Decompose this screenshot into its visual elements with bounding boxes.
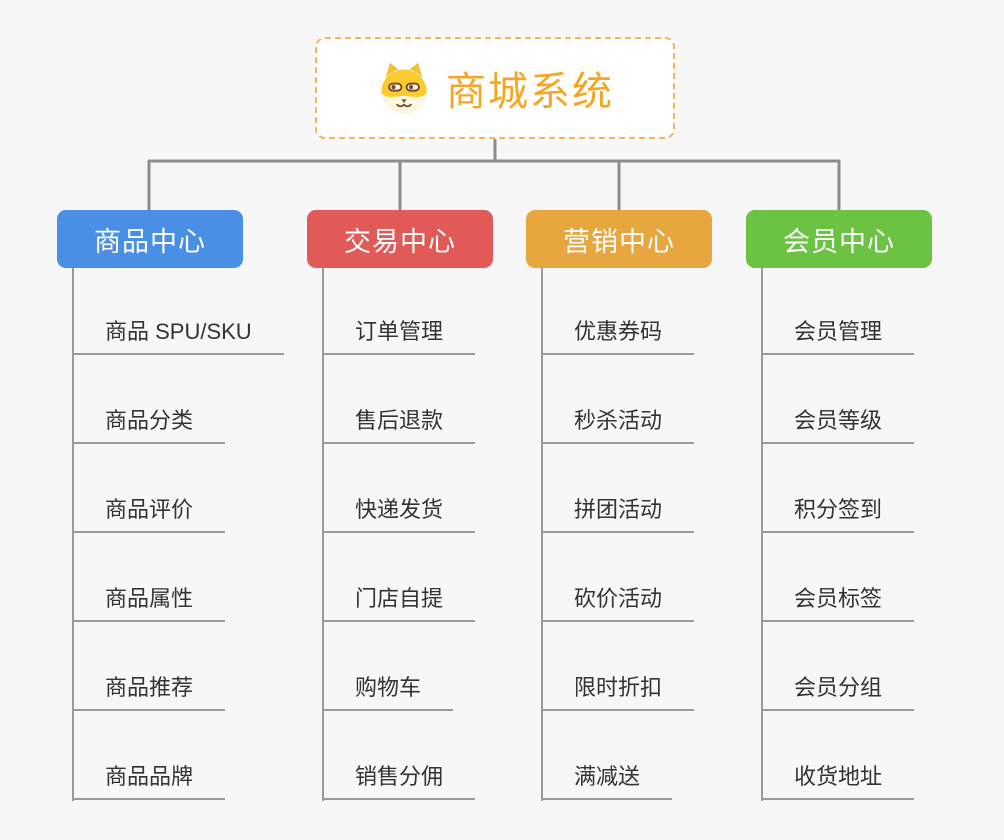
branch-label: 会员中心 — [783, 226, 895, 257]
branch-trunk-line — [72, 268, 74, 801]
root-topic-label: 商城系统 — [446, 70, 614, 114]
leaf-topic[interactable]: 会员标签 — [762, 584, 915, 622]
leaf-topic[interactable]: 门店自提 — [323, 584, 476, 622]
leaf-topic[interactable]: 商品评价 — [73, 495, 226, 533]
leaf-topic[interactable]: 拼团活动 — [542, 495, 695, 533]
leaf-topic[interactable]: 订单管理 — [323, 317, 476, 355]
branch-trunk-line — [541, 268, 543, 801]
leaf-topic[interactable]: 商品推荐 — [73, 673, 226, 711]
leaf-topic[interactable]: 快递发货 — [323, 495, 476, 533]
branch-trade-center[interactable]: 交易中心 — [307, 210, 493, 268]
branch-label: 商品中心 — [94, 226, 206, 257]
leaf-topic[interactable]: 会员等级 — [762, 406, 915, 444]
leaf-topic[interactable]: 满减送 — [542, 762, 673, 800]
leaf-topic[interactable]: 商品分类 — [73, 406, 226, 444]
leaf-topic[interactable]: 售后退款 — [323, 406, 476, 444]
leaf-topic[interactable]: 优惠券码 — [542, 317, 695, 355]
leaf-topic[interactable]: 商品属性 — [73, 584, 226, 622]
leaf-topic[interactable]: 会员管理 — [762, 317, 915, 355]
leaf-topic[interactable]: 购物车 — [323, 673, 454, 711]
branch-label: 营销中心 — [563, 226, 675, 257]
root-topic[interactable]: 商城系统 — [315, 37, 675, 139]
branch-trunk-line — [322, 268, 324, 801]
leaf-topic[interactable]: 积分签到 — [762, 495, 915, 533]
leaf-topic[interactable]: 砍价活动 — [542, 584, 695, 622]
branch-product-center[interactable]: 商品中心 — [57, 210, 243, 268]
leaf-topic[interactable]: 收货地址 — [762, 762, 915, 800]
leaf-topic[interactable]: 销售分佣 — [323, 762, 476, 800]
branch-member-center[interactable]: 会员中心 — [746, 210, 932, 268]
dog-face-icon — [381, 62, 427, 115]
leaf-topic[interactable]: 商品品牌 — [73, 762, 226, 800]
leaf-topic[interactable]: 秒杀活动 — [542, 406, 695, 444]
leaf-topic[interactable]: 会员分组 — [762, 673, 915, 711]
branch-marketing-center[interactable]: 营销中心 — [526, 210, 712, 268]
leaf-topic[interactable]: 商品 SPU/SKU — [73, 317, 284, 355]
branch-label: 交易中心 — [344, 226, 456, 257]
leaf-topic[interactable]: 限时折扣 — [542, 673, 695, 711]
branch-trunk-line — [761, 268, 763, 801]
